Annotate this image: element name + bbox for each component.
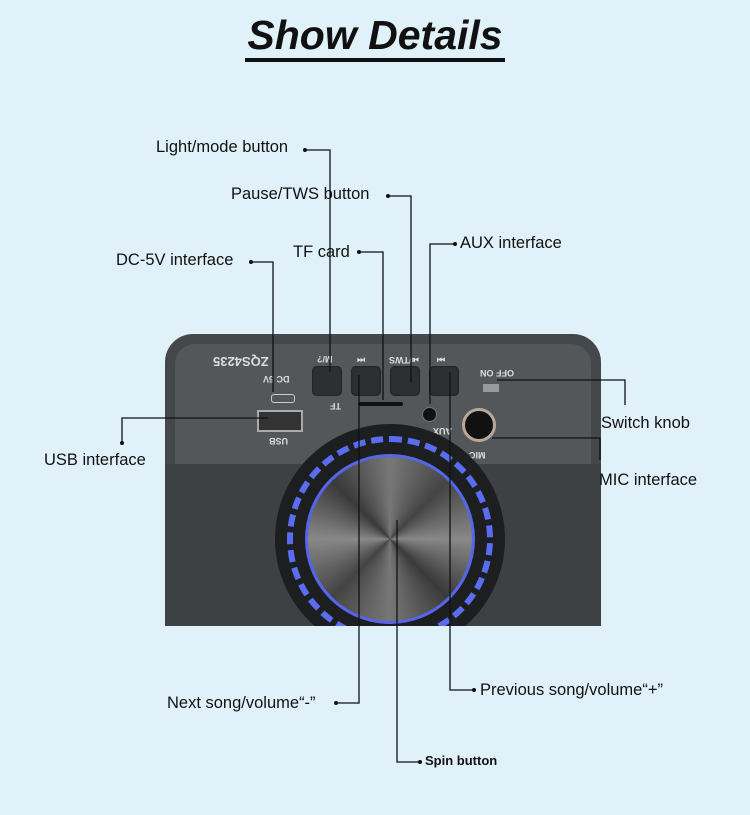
power-switch[interactable] <box>483 384 499 392</box>
callout-tf-card: TF card <box>293 243 350 261</box>
page-title: Show Details <box>0 12 750 62</box>
tf-card-slot <box>358 402 403 406</box>
pause-tws-button[interactable] <box>390 366 420 396</box>
callout-switch-knob: Switch knob <box>601 414 690 432</box>
callout-next-song: Next song/volume“-” <box>167 694 316 712</box>
callout-aux: AUX interface <box>460 234 562 252</box>
light-mode-button[interactable] <box>312 366 342 396</box>
dc-port <box>271 394 295 403</box>
callout-dc5v: DC-5V interface <box>116 251 234 269</box>
callout-pause-tws: Pause/TWS button <box>231 185 370 203</box>
callout-usb: USB interface <box>44 451 146 469</box>
callout-mic: MIC interface <box>599 471 698 489</box>
callout-spin: Spin button <box>425 753 498 768</box>
callout-light-mode: Light/mode button <box>156 138 289 156</box>
spin-knob[interactable] <box>275 424 505 626</box>
callout-previous-song: Previous song/volume“+” <box>480 681 663 699</box>
usb-port <box>257 410 303 432</box>
aux-jack <box>422 407 437 422</box>
next-song-button[interactable] <box>351 366 381 396</box>
previous-song-button[interactable] <box>429 366 459 396</box>
speaker-control-panel: ZQS4235 DC 5V USB M/? ⏮ ⏯/TWS ⏭ TF AUX O… <box>165 334 601 626</box>
mic-jack <box>462 408 496 442</box>
